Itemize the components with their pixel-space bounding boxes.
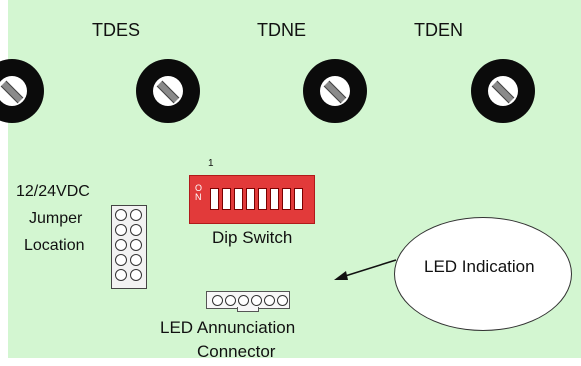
jumper-location-label: Location bbox=[24, 237, 85, 254]
tdne-label: TDNE bbox=[257, 20, 306, 40]
dip-toggle[interactable] bbox=[258, 188, 267, 210]
screw-slot-icon bbox=[323, 80, 347, 104]
dip-switch-label: Dip Switch bbox=[212, 228, 293, 247]
potentiometer-tdne[interactable] bbox=[303, 59, 367, 123]
pointer-arrow-icon bbox=[334, 259, 397, 280]
dip-toggle[interactable] bbox=[294, 188, 303, 210]
jumper-pin bbox=[115, 254, 127, 266]
jumper-pin bbox=[130, 224, 142, 236]
connector-pin bbox=[277, 295, 288, 306]
jumper-pin bbox=[115, 239, 127, 251]
tdes-label: TDES bbox=[92, 20, 141, 40]
dip-toggle[interactable] bbox=[282, 188, 291, 210]
jumper-pin bbox=[115, 209, 127, 221]
dip-switch[interactable]: ON bbox=[189, 175, 315, 224]
dip-toggle[interactable] bbox=[210, 188, 219, 210]
led-connector-label-2: Connector bbox=[197, 342, 276, 361]
screw-slot-icon bbox=[156, 80, 180, 104]
jumper-pin bbox=[130, 239, 142, 251]
led-indication-label: LED Indication bbox=[424, 257, 535, 276]
jumper-pin bbox=[130, 209, 142, 221]
jumper-block[interactable] bbox=[111, 205, 147, 289]
potentiometer-knob bbox=[153, 76, 183, 106]
connector-pin bbox=[225, 295, 236, 306]
potentiometer-knob bbox=[0, 76, 27, 106]
connector-pin bbox=[212, 295, 223, 306]
jumper-pin bbox=[115, 224, 127, 236]
connector-key bbox=[237, 307, 259, 312]
jumper-pin bbox=[115, 269, 127, 281]
screw-slot-icon bbox=[0, 80, 24, 104]
connector-pin bbox=[251, 295, 262, 306]
potentiometer-tden[interactable] bbox=[471, 59, 535, 123]
potentiometer-tdes[interactable] bbox=[136, 59, 200, 123]
connector-pin bbox=[238, 295, 249, 306]
jumper-pin bbox=[130, 269, 142, 281]
dip-toggle[interactable] bbox=[270, 188, 279, 210]
potentiometer-knob bbox=[320, 76, 350, 106]
dip-toggle[interactable] bbox=[222, 188, 231, 210]
connector-pin bbox=[264, 295, 275, 306]
jumper-pin bbox=[130, 254, 142, 266]
led-connector-label: LED Annunciation bbox=[160, 318, 296, 337]
tden-label: TDEN bbox=[414, 20, 463, 40]
dip-on-text: ON bbox=[195, 183, 203, 202]
jumper-label: Jumper bbox=[29, 210, 83, 227]
screw-slot-icon bbox=[491, 80, 515, 104]
dip-toggle[interactable] bbox=[234, 188, 243, 210]
dip-toggle[interactable] bbox=[246, 188, 255, 210]
jumper-voltage-label: 12/24VDC bbox=[16, 183, 90, 200]
potentiometer-knob bbox=[488, 76, 518, 106]
dip-position-mark: 1 bbox=[208, 158, 214, 169]
led-annunciation-connector[interactable] bbox=[206, 291, 290, 312]
led-indication-callout bbox=[394, 217, 572, 331]
